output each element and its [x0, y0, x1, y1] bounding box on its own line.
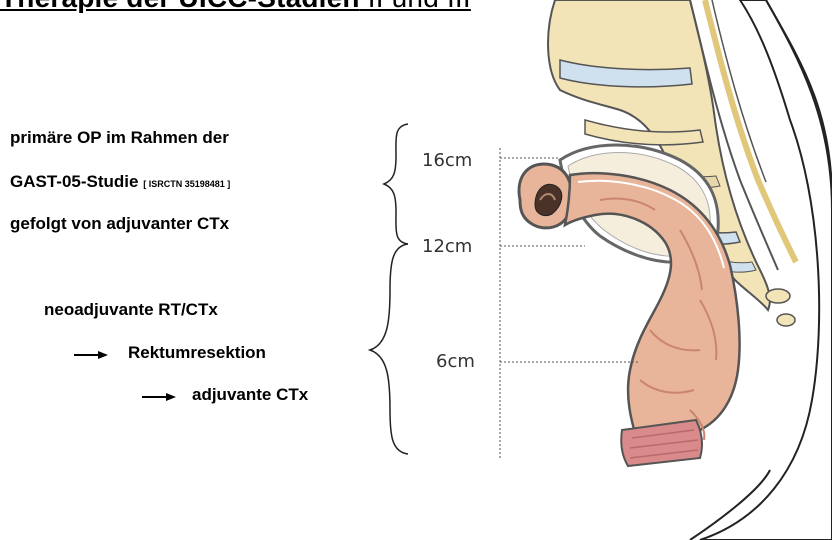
arrow-right-icon: [74, 350, 108, 360]
brace-upper: [384, 124, 408, 244]
marker-12cm: 12cm: [422, 236, 472, 257]
lower-group-line1: neoadjuvante RT/CTx: [44, 300, 218, 320]
lower-group-line2: Rektumresektion: [128, 343, 266, 363]
study-registration: [ ISRCTN 35198481 ]: [143, 179, 230, 189]
marker-16cm: 16cm: [422, 150, 472, 171]
upper-group-line3: gefolgt von adjuvanter CTx: [10, 214, 229, 234]
marker-6cm: 6cm: [436, 351, 475, 372]
arrow-right-icon: [142, 392, 176, 402]
upper-group-line2: GAST-05-Studie [ ISRCTN 35198481 ]: [10, 172, 230, 192]
lower-group-line3: adjuvante CTx: [192, 385, 308, 405]
brace-lower: [370, 244, 408, 454]
study-name: GAST-05-Studie: [10, 172, 138, 191]
upper-group-line1: primäre OP im Rahmen der: [10, 128, 229, 148]
